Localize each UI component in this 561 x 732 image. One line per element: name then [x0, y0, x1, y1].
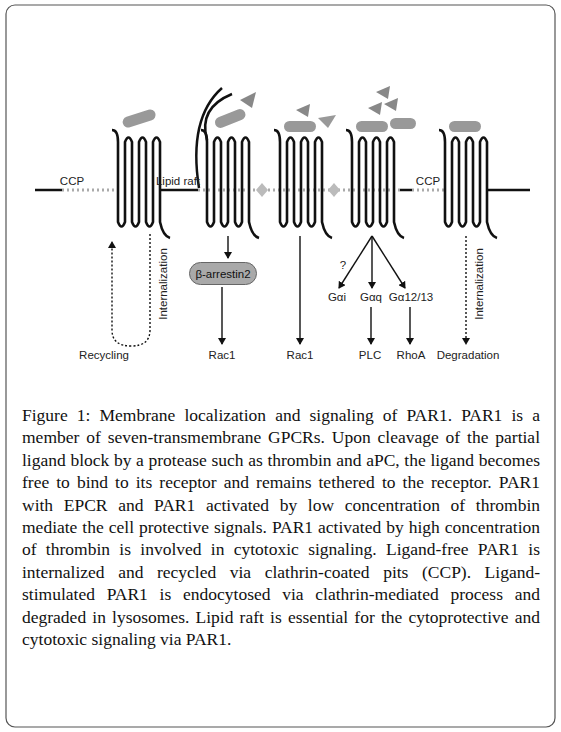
process-label: Recycling: [79, 350, 129, 362]
process-label: Internalization: [474, 248, 486, 320]
g-protein-label: Gαi: [328, 292, 346, 304]
effector-label: Rac1: [287, 350, 314, 362]
signal-arrows: [112, 234, 466, 346]
effector-label: PLC: [359, 350, 381, 362]
membrane-region-label: CCP: [416, 176, 440, 188]
ligand-group: [121, 86, 481, 188]
signal-protein-box: β-arrestin2: [189, 262, 257, 285]
par1-receptor: [346, 130, 404, 238]
node-text: β-arrestin2: [195, 268, 250, 280]
g-protein-label: Gαq: [360, 292, 382, 304]
receptor-group: [112, 130, 497, 238]
membrane: [35, 183, 530, 197]
figure-border: [6, 5, 555, 727]
par1-receptor: [201, 130, 259, 238]
membrane-region-label: Lipid raft: [156, 176, 200, 188]
membrane-region-label: CCP: [60, 176, 84, 188]
figure-caption: Figure 1: Membrane localization and sign…: [22, 404, 540, 650]
par1-receptor: [439, 130, 497, 238]
effector-label: RhoA: [397, 350, 426, 362]
g-protein-label: Gα12/13: [389, 292, 433, 304]
effector-label: Rac1: [209, 350, 236, 362]
process-label: Internalization: [158, 248, 170, 320]
par1-receptor: [274, 130, 332, 238]
uncertainty-mark: ?: [340, 260, 346, 272]
process-label: Degradation: [437, 350, 500, 362]
